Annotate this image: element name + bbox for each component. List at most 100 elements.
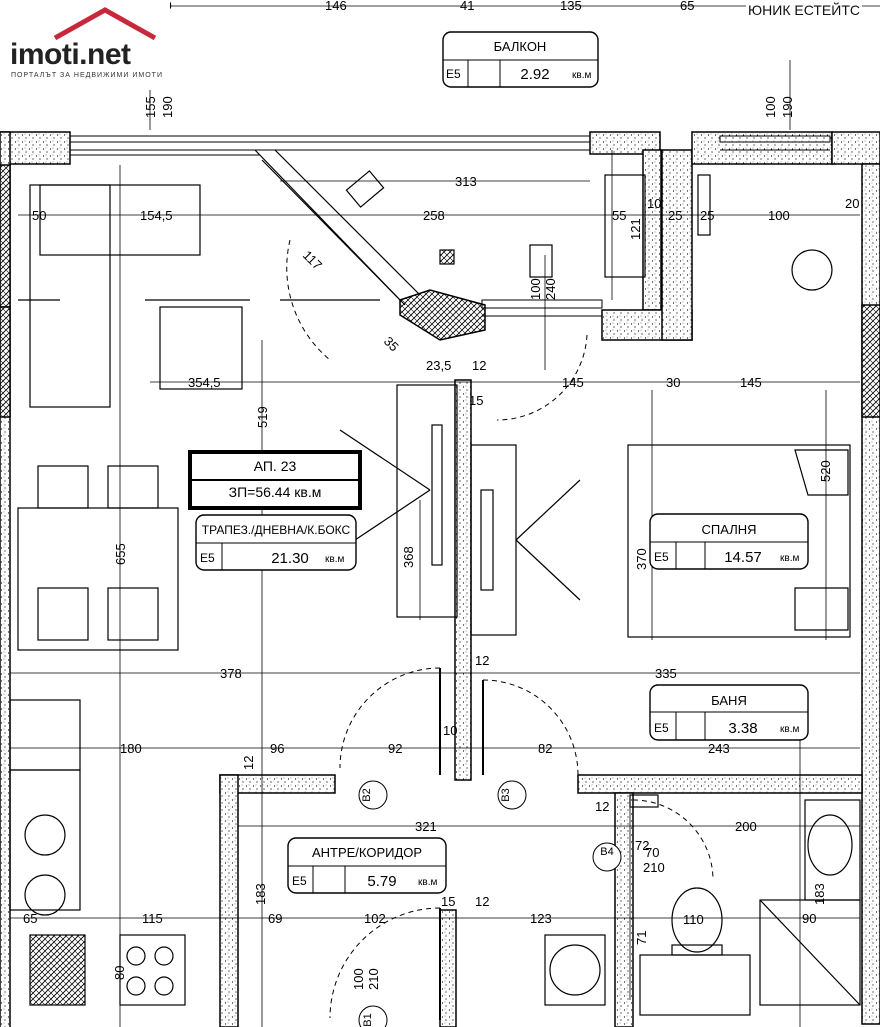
dim-35a: 35 <box>381 334 402 355</box>
dim-23-5: 23,5 <box>426 358 451 373</box>
room-tag-corridor: АНТРЕ/КОРИДОР E5 5.79 кв.м <box>287 837 447 894</box>
dim-210a: 210 <box>643 860 665 875</box>
corridor-unit: кв.м <box>418 877 437 888</box>
logo-wordmark: imoti.net <box>10 38 131 71</box>
dim-65: 65 <box>23 911 37 926</box>
living-code: E5 <box>200 551 215 565</box>
door-marker-b1: B1 <box>358 1005 388 1027</box>
bath-name: БАНЯ <box>711 693 747 708</box>
dim-71: 71 <box>634 931 649 945</box>
door-marker-b3: B3 <box>497 780 527 810</box>
dim-655: 655 <box>113 543 128 565</box>
bathroom-fixtures <box>544 794 861 1016</box>
door-marker-b4: B4 <box>592 842 622 872</box>
dim-69: 69 <box>268 911 282 926</box>
dim-20: 20 <box>845 196 859 211</box>
dim-154-5: 154,5 <box>140 208 173 223</box>
windows <box>69 135 831 317</box>
dim-115: 115 <box>142 911 163 926</box>
dim-12e: 12 <box>475 894 489 909</box>
window-100: 100 <box>763 96 778 118</box>
dim-50: 50 <box>32 208 46 223</box>
dim-92: 92 <box>388 741 402 756</box>
dim-72: 72 <box>635 838 649 853</box>
dim-top-5: 135 <box>560 0 582 13</box>
window-190a: 190 <box>160 96 175 118</box>
dim-15b: 15 <box>441 894 455 909</box>
dim-30: 30 <box>666 375 680 390</box>
dim-25a: 25 <box>668 208 682 223</box>
window-190b: 190 <box>780 96 795 118</box>
bedroom-unit: кв.м <box>780 553 799 564</box>
apartment-title: АП. 23 <box>254 458 297 474</box>
svg-text:B3: B3 <box>500 788 512 801</box>
living-area: 21.30 <box>271 550 309 567</box>
living-name: ТРАПЕЗ./ДНЕВНА/К.БОКС <box>202 523 351 537</box>
dim-12c: 12 <box>241 756 256 770</box>
dim-180: 180 <box>120 741 142 756</box>
corridor-area: 5.79 <box>367 873 396 890</box>
dim-70: 70 <box>645 845 659 860</box>
balcony-unit: кв.м <box>572 70 591 81</box>
dim-258: 258 <box>423 208 445 223</box>
bedroom-area: 14.57 <box>724 549 762 566</box>
door-marker-b2: B2 <box>358 780 388 810</box>
dim-top-3: 146 <box>325 0 347 13</box>
dim-145b: 145 <box>740 375 762 390</box>
dim-top-6: 65 <box>680 0 694 13</box>
room-tag-balcony: БАЛКОН E5 2.92 кв.м <box>442 31 599 88</box>
corridor-name: АНТРЕ/КОРИДОР <box>312 845 422 860</box>
room-tag-bath: БАНЯ E5 3.38 кв.м <box>649 684 809 741</box>
wardrobes <box>339 384 581 636</box>
dim-82: 82 <box>538 741 552 756</box>
dim-520: 520 <box>818 460 833 482</box>
window-155: 155 <box>143 96 158 118</box>
door-leaves <box>439 668 484 1020</box>
balcony-outline <box>254 149 646 306</box>
bath-code: E5 <box>654 721 669 735</box>
walls <box>0 131 880 1027</box>
svg-text:B1: B1 <box>362 1013 374 1026</box>
dim-110: 110 <box>683 912 704 927</box>
dim-243: 243 <box>708 741 730 756</box>
dim-519: 519 <box>255 406 270 428</box>
door-swings <box>286 239 714 1019</box>
dim-80: 80 <box>112 966 127 980</box>
svg-text:B2: B2 <box>361 788 373 801</box>
dim-378: 378 <box>220 666 242 681</box>
dim-335: 335 <box>655 666 677 681</box>
apartment-area: ЗП=56.44 кв.м <box>229 484 322 500</box>
imoti-logo: imoti.net ПОРТАЛЪТ ЗА НЕДВИЖИМИ ИМОТИ <box>0 0 170 90</box>
dim-123: 123 <box>530 911 552 926</box>
apartment-label: АП. 23 ЗП=56.44 кв.м <box>188 450 362 510</box>
dim-102: 102 <box>364 911 386 926</box>
dim-370: 370 <box>634 548 649 570</box>
dim-b240: 240 <box>543 278 558 300</box>
dim-top-4: 41 <box>460 0 474 13</box>
dim-12d: 12 <box>595 799 609 814</box>
dim-210b: 210 <box>366 968 381 990</box>
dim-15a: 15 <box>469 393 483 408</box>
balcony-code: E5 <box>446 67 461 81</box>
balcony-area: 2.92 <box>520 66 549 83</box>
dimension-labels: 105 150 146 41 135 65 313 50 154,5 258 5… <box>20 0 859 990</box>
bed <box>627 174 851 638</box>
bath-area: 3.38 <box>728 720 757 737</box>
dim-313: 313 <box>455 174 477 189</box>
dim-321: 321 <box>415 819 437 834</box>
room-tag-bedroom: СПАЛНЯ E5 14.57 кв.м <box>649 513 809 570</box>
dim-183b: 183 <box>812 883 827 905</box>
dim-183a: 183 <box>253 883 268 905</box>
dim-145a: 145 <box>562 375 584 390</box>
dim-10: 10 <box>647 196 661 211</box>
room-tag-living: ТРАПЕЗ./ДНЕВНА/К.БОКС E5 21.30 кв.м <box>195 514 357 571</box>
dim-90: 90 <box>802 911 816 926</box>
logo-tagline: ПОРТАЛЪТ ЗА НЕДВИЖИМИ ИМОТИ <box>11 72 163 79</box>
dim-55: 55 <box>612 208 626 223</box>
dim-10b: 10 <box>443 723 457 738</box>
bath-unit: кв.м <box>780 724 799 735</box>
corridor-code: E5 <box>292 874 307 888</box>
dim-121: 121 <box>628 218 643 240</box>
living-unit: кв.м <box>325 554 344 565</box>
